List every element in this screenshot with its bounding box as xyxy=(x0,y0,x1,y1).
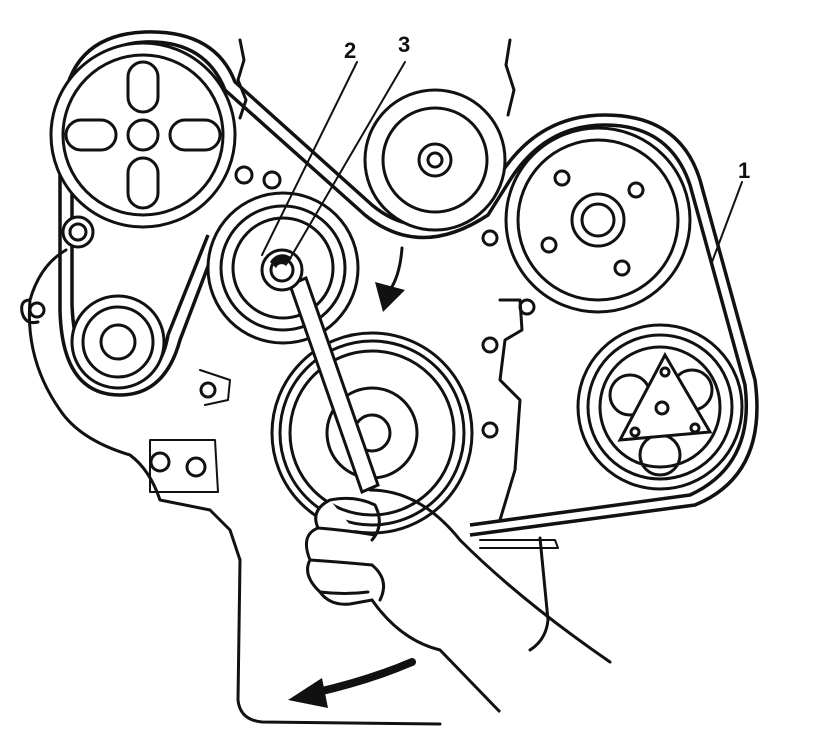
callout-2-label: 2 xyxy=(344,38,356,63)
callout-3-label: 3 xyxy=(398,32,410,57)
engine-block xyxy=(20,38,559,726)
power-steering-pulley xyxy=(49,41,237,229)
idler-pulley-top xyxy=(363,88,507,232)
alternator-pulley xyxy=(504,126,692,314)
callout-1-label: 1 xyxy=(738,158,750,183)
callout-leaders xyxy=(261,61,743,263)
rotation-arrow-down xyxy=(375,246,405,312)
small-idler-left xyxy=(61,215,95,249)
hand xyxy=(304,488,612,714)
lower-left-pulley xyxy=(70,294,166,390)
crankshaft-pulley xyxy=(270,331,474,535)
ac-compressor-pulley xyxy=(576,323,744,491)
block-bolt-holes xyxy=(28,165,536,478)
wrench xyxy=(260,248,380,495)
rotation-arrow-left xyxy=(288,658,416,708)
